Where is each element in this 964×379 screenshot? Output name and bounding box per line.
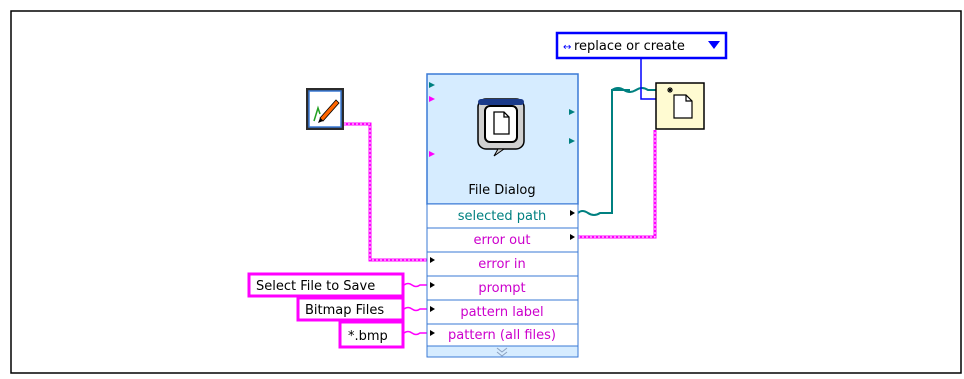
prompt-string-constant[interactable]: Select File to Save xyxy=(247,272,405,298)
pattern-label-string-value: Bitmap Files xyxy=(305,303,384,318)
vi-title: File Dialog xyxy=(468,183,535,198)
terminal-pattern-label-text: pattern (all files) xyxy=(448,328,556,343)
terminal-rows: selected path error out error in prompt … xyxy=(426,203,579,358)
pattern-label-wire[interactable] xyxy=(403,306,430,312)
terminal-error-out-label: error out xyxy=(474,233,531,248)
file-dialog-express-vi[interactable]: File Dialog xyxy=(426,73,579,205)
operation-wire[interactable] xyxy=(640,58,658,100)
pattern-label-string-constant[interactable]: Bitmap Files xyxy=(296,296,405,322)
terminal-selected-path[interactable] xyxy=(426,203,579,229)
prompt-wire[interactable] xyxy=(403,282,430,288)
terminal-error-in-label: error in xyxy=(478,257,525,272)
terminal-pattern-label[interactable] xyxy=(426,299,579,325)
chevron-down-icon xyxy=(496,347,508,357)
file-dialog-icon xyxy=(477,98,525,157)
new-file-icon[interactable] xyxy=(655,82,705,130)
pattern-wire[interactable] xyxy=(403,330,430,336)
terminal-prompt[interactable] xyxy=(426,275,579,301)
error-in-wire[interactable] xyxy=(344,122,430,262)
pattern-string-value: *.bmp xyxy=(348,329,388,344)
pattern-string-constant[interactable]: *.bmp xyxy=(338,320,405,349)
terminal-selected-path-label: selected path xyxy=(458,209,547,224)
terminal-error-in[interactable] xyxy=(426,251,579,277)
ring-arrows-icon: ↔ xyxy=(563,42,571,53)
terminal-prompt-label: prompt xyxy=(478,281,525,296)
prompt-string-value: Select File to Save xyxy=(256,279,375,294)
error-out-wire[interactable] xyxy=(578,130,657,239)
terminal-pattern-label-label: pattern label xyxy=(460,305,543,320)
replace-or-create-ring[interactable]: ↔ replace or create xyxy=(555,31,728,60)
dropdown-arrow-icon[interactable] xyxy=(708,41,720,49)
image-pencil-icon[interactable] xyxy=(306,88,344,130)
ring-value: replace or create xyxy=(574,39,685,54)
selected-path-wire[interactable] xyxy=(577,87,656,216)
